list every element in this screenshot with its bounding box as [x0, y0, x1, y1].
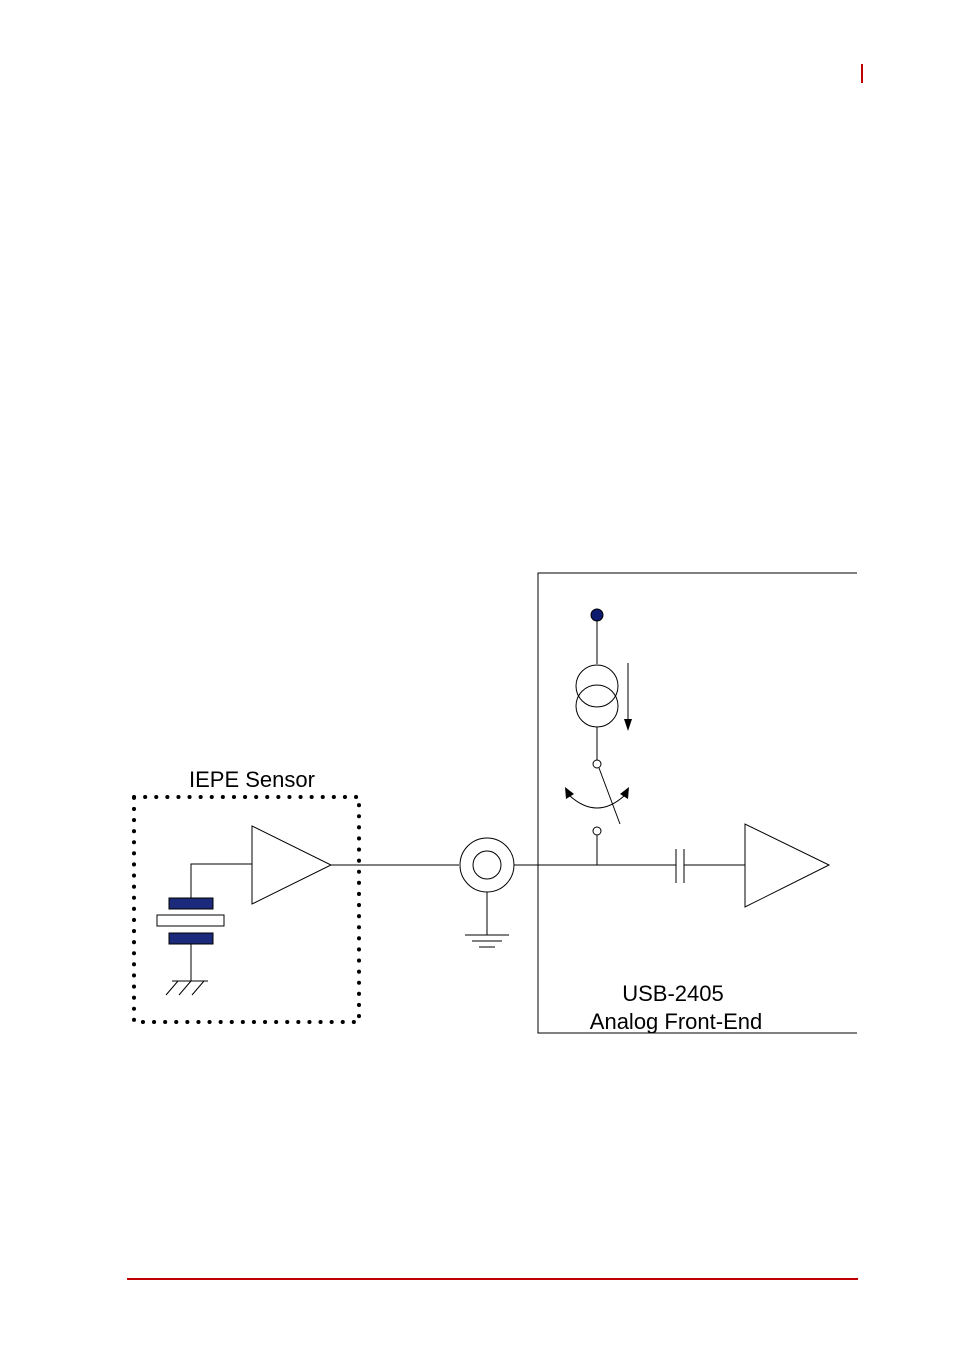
sensor-label: IEPE Sensor: [189, 767, 315, 792]
chassis-ground-icon: [166, 944, 208, 995]
current-direction-arrow-icon: [624, 663, 632, 731]
frontend-label-model: USB-2405: [622, 981, 724, 1006]
supply-node-icon: [591, 609, 603, 621]
frontend-enclosure: [538, 573, 857, 1033]
sensor-amplifier-icon: [252, 826, 331, 904]
switch-arrow-head-right: [620, 787, 629, 799]
piezo-to-amp-wire: [191, 864, 252, 898]
frontend-amplifier-icon: [745, 824, 829, 907]
piezo-top-plate: [169, 898, 213, 909]
sensor-enclosure: [134, 797, 359, 1022]
switch-blade-icon: [599, 768, 620, 824]
switch-top-contact: [593, 760, 601, 768]
switch-toggle-arrow-icon: [570, 796, 624, 808]
frontend-label-description: Analog Front-End: [590, 1009, 762, 1034]
piezo-bottom-plate: [169, 933, 213, 944]
piezo-crystal: [157, 915, 224, 926]
signal-ground-icon: [465, 892, 509, 947]
bnc-connector-icon: [460, 838, 514, 892]
switch-bottom-contact: [593, 827, 601, 835]
current-source-icon: [576, 665, 618, 727]
coupling-capacitor-icon: [676, 849, 684, 883]
switch-arrow-head-left: [565, 787, 574, 799]
